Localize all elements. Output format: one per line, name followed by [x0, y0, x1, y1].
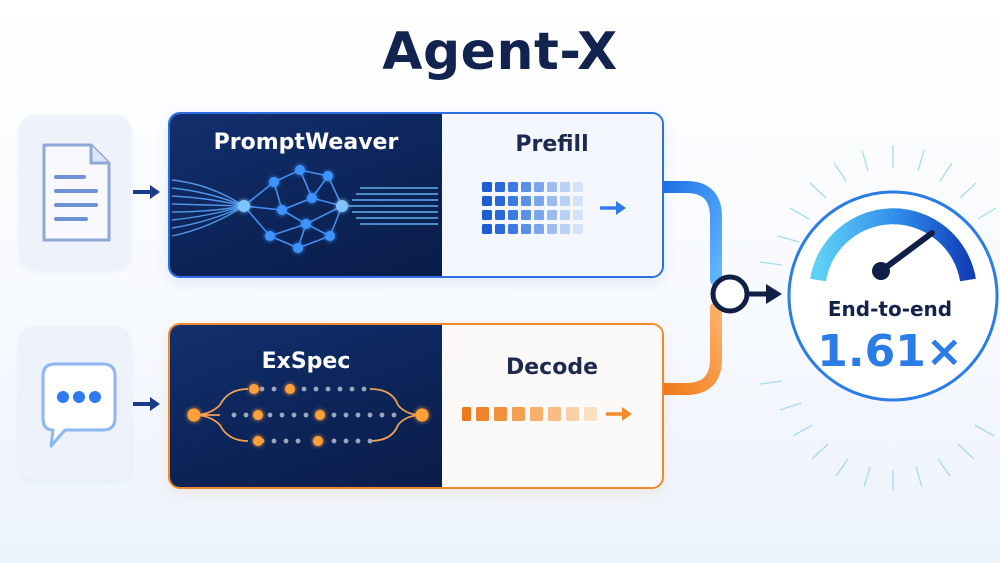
- speedometer-icon: [787, 190, 999, 402]
- promptweaver-panel: PromptWeaver: [170, 114, 442, 276]
- network-graph-icon: [171, 165, 438, 253]
- prefill-label: Prefill: [515, 132, 589, 157]
- prefill-output-arrow: [600, 201, 626, 215]
- result-label: End-to-end: [827, 297, 953, 321]
- merge-node: [710, 274, 750, 314]
- decode-panel: Decode: [442, 325, 662, 487]
- chat-bubble-icon: [41, 362, 117, 448]
- exspec-label: ExSpec: [261, 349, 351, 374]
- decode-label: Decode: [505, 355, 598, 380]
- chat-input-card: [19, 326, 131, 480]
- gauge-hub: [872, 262, 890, 280]
- input-arrow-bottom: [133, 397, 160, 411]
- prefill-stage: PromptWeaver: [168, 112, 664, 278]
- gauge-rays: [759, 145, 997, 491]
- exspec-panel: ExSpec: [170, 325, 442, 487]
- decode-flow-line: [658, 302, 722, 395]
- promptweaver-label: PromptWeaver: [213, 130, 399, 155]
- speculation-tree-icon: [187, 384, 429, 446]
- gauge-needle: [878, 230, 935, 274]
- prefill-token-grid: [482, 182, 626, 234]
- prefill-flow-line: [658, 181, 722, 286]
- document-icon: [42, 143, 111, 242]
- decode-stage: ExSpec: [168, 323, 664, 489]
- input-arrow-top: [133, 185, 160, 199]
- prefill-token-blocks: [482, 182, 583, 234]
- prefill-panel: Prefill: [442, 114, 662, 276]
- document-input-card: [19, 115, 131, 269]
- decode-output-arrow: [606, 407, 632, 421]
- decode-token-blocks: [462, 407, 597, 421]
- decode-token-row: [462, 407, 632, 421]
- diagram-title: Agent-X: [382, 22, 618, 82]
- gauge-arc: [810, 208, 976, 282]
- merge-arrowhead: [766, 284, 782, 304]
- result-value: 1.61×: [817, 326, 963, 377]
